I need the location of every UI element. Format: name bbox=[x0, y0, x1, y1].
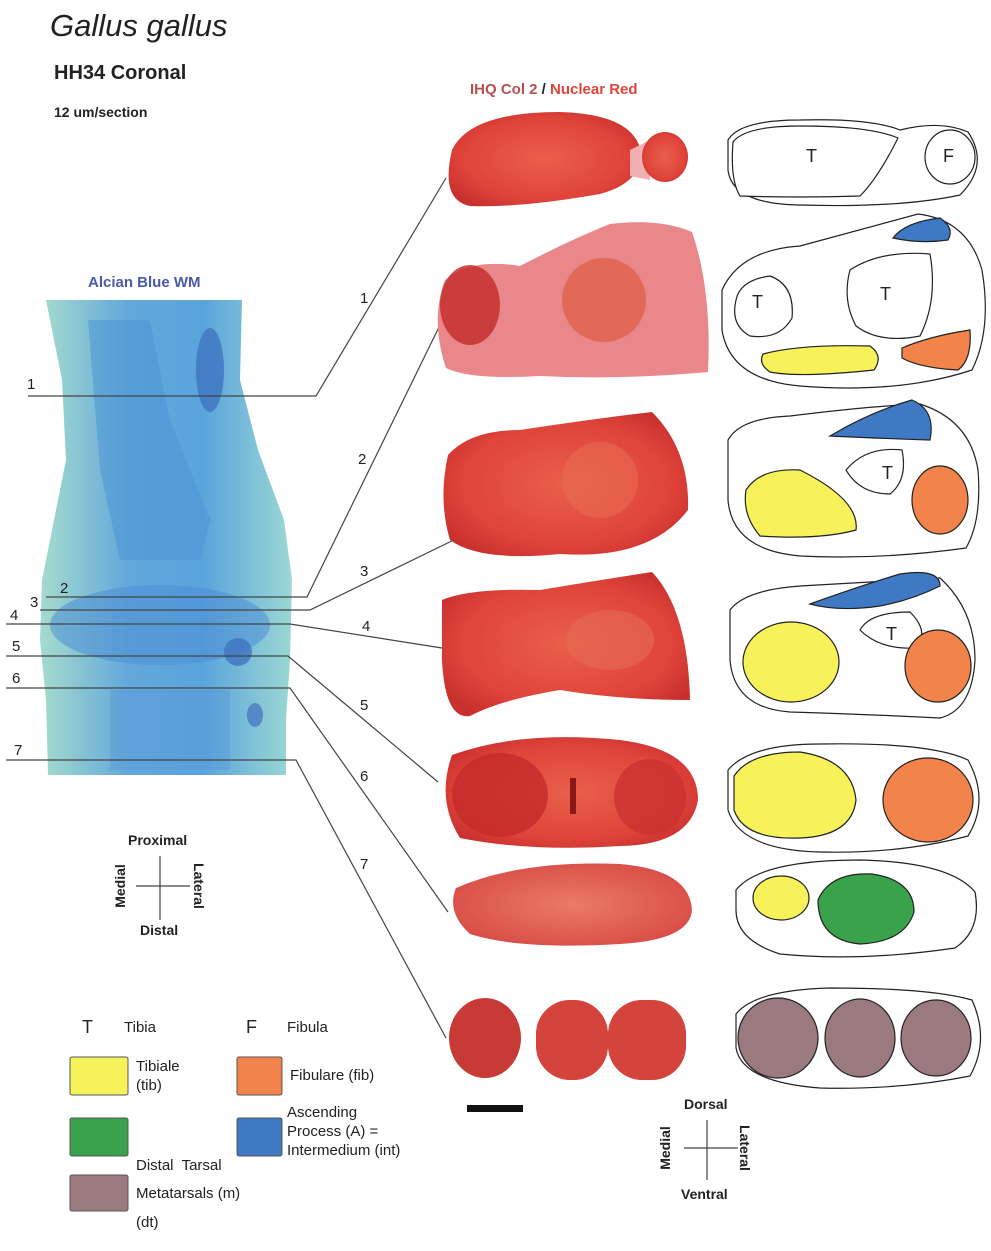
orient-lateral-limb: Lateral bbox=[191, 863, 207, 909]
swatch-fibulare bbox=[237, 1057, 282, 1095]
line-number-4: 4 bbox=[362, 618, 370, 635]
alcian-title: Alcian Blue WM bbox=[88, 274, 201, 291]
wm-number-3: 3 bbox=[30, 594, 38, 611]
schematic4-tibia-label: T bbox=[886, 624, 897, 645]
legend-tibiale-line1: Tibiale bbox=[136, 1057, 180, 1076]
scale-bar bbox=[467, 1105, 523, 1112]
swatch-metatarsal bbox=[70, 1175, 128, 1211]
line-number-1: 1 bbox=[360, 290, 368, 307]
section-thickness: 12 um/section bbox=[54, 104, 147, 120]
wm-number-6: 6 bbox=[12, 670, 20, 687]
wm-number-1: 1 bbox=[27, 376, 35, 393]
orient-ventral: Ventral bbox=[681, 1186, 728, 1202]
line-number-2: 2 bbox=[358, 451, 366, 468]
ihq-sections bbox=[438, 112, 709, 1112]
ihq-section-1 bbox=[449, 112, 688, 206]
alcian-blue-wholemount bbox=[40, 300, 292, 775]
ihq-title-col2: IHQ Col 2 bbox=[470, 81, 538, 98]
schematic2-tibia-label-2: T bbox=[880, 284, 891, 305]
legend-ascending-line2: Process (A) = bbox=[287, 1122, 400, 1141]
legend-fibulare: Fibulare (fib) bbox=[290, 1066, 374, 1085]
legend-metatarsals: Metatarsals (m) bbox=[136, 1184, 240, 1203]
legend-ascending-line3: Intermedium (int) bbox=[287, 1141, 400, 1160]
ihq-section-7 bbox=[449, 998, 686, 1080]
legend-distal-tarsal-line1: Distal Tarsal bbox=[136, 1156, 222, 1175]
orientation-cross-limb bbox=[136, 856, 190, 920]
ihq-title-sep: / bbox=[538, 81, 551, 98]
alcian-shade-metatarsal bbox=[110, 690, 230, 770]
schematics bbox=[722, 120, 985, 1089]
legend-tibia-label: Tibia bbox=[124, 1018, 156, 1037]
orient-distal: Distal bbox=[140, 922, 178, 938]
schematic1-fibula-label: F bbox=[943, 146, 954, 167]
legend-ascending: Ascending Process (A) = Intermedium (int… bbox=[287, 1103, 400, 1160]
wm-number-4: 4 bbox=[10, 607, 18, 624]
legend-fibula-label: Fibula bbox=[287, 1018, 328, 1037]
legend-tibia-letter: T bbox=[82, 1017, 93, 1038]
species-title: Gallus gallus bbox=[50, 8, 227, 44]
ihq-section-3 bbox=[443, 412, 688, 556]
schematic-7 bbox=[736, 988, 981, 1088]
schematic2-tibia-label-1: T bbox=[752, 292, 763, 313]
legend-tibiale-line2: (tib) bbox=[136, 1076, 180, 1095]
legend-distal-tarsal-line2: (dt) bbox=[136, 1213, 222, 1232]
ihq-section-5 bbox=[446, 737, 698, 848]
orient-proximal: Proximal bbox=[128, 832, 187, 848]
ihq-section-2 bbox=[438, 222, 709, 377]
schematic1-tibia-label: T bbox=[806, 146, 817, 167]
orientation-cross-section bbox=[684, 1120, 738, 1180]
alcian-shade-fibula bbox=[196, 328, 224, 412]
swatch-ascending bbox=[237, 1118, 282, 1156]
legend-ascending-line1: Ascending bbox=[287, 1103, 400, 1122]
schematic3-tibia-label: T bbox=[882, 463, 893, 484]
orient-medial-limb: Medial bbox=[112, 864, 128, 908]
ihq-section-6 bbox=[453, 864, 692, 946]
level-line-7 bbox=[6, 760, 446, 1038]
schematic-3 bbox=[728, 400, 979, 557]
line-number-7: 7 bbox=[360, 856, 368, 873]
schematic-4 bbox=[730, 573, 975, 719]
ihq-section-4 bbox=[442, 572, 690, 716]
alcian-shade-dot bbox=[247, 703, 263, 727]
line-number-6: 6 bbox=[360, 768, 368, 785]
schematic-5 bbox=[728, 744, 979, 852]
orient-dorsal: Dorsal bbox=[684, 1096, 728, 1112]
orient-lateral-section: Lateral bbox=[737, 1125, 753, 1171]
alcian-shade-dot bbox=[224, 638, 252, 666]
line-number-3: 3 bbox=[360, 563, 368, 580]
schematic-6 bbox=[736, 860, 976, 957]
wm-number-2: 2 bbox=[60, 580, 68, 597]
legend-fibula-letter: F bbox=[246, 1017, 257, 1038]
schematic-1 bbox=[728, 120, 977, 206]
ihq-title-nuclear: Nuclear Red bbox=[550, 81, 638, 98]
stage-label: HH34 Coronal bbox=[54, 62, 186, 85]
orient-medial-section: Medial bbox=[657, 1126, 673, 1170]
line-number-5: 5 bbox=[360, 697, 368, 714]
swatch-tibiale bbox=[70, 1057, 128, 1095]
wm-number-7: 7 bbox=[14, 742, 22, 759]
legend-tibiale: Tibiale (tib) bbox=[136, 1057, 180, 1095]
ihq-title: IHQ Col 2 / Nuclear Red bbox=[470, 81, 638, 98]
wm-number-5: 5 bbox=[12, 638, 20, 655]
swatch-distal-tarsal bbox=[70, 1118, 128, 1156]
